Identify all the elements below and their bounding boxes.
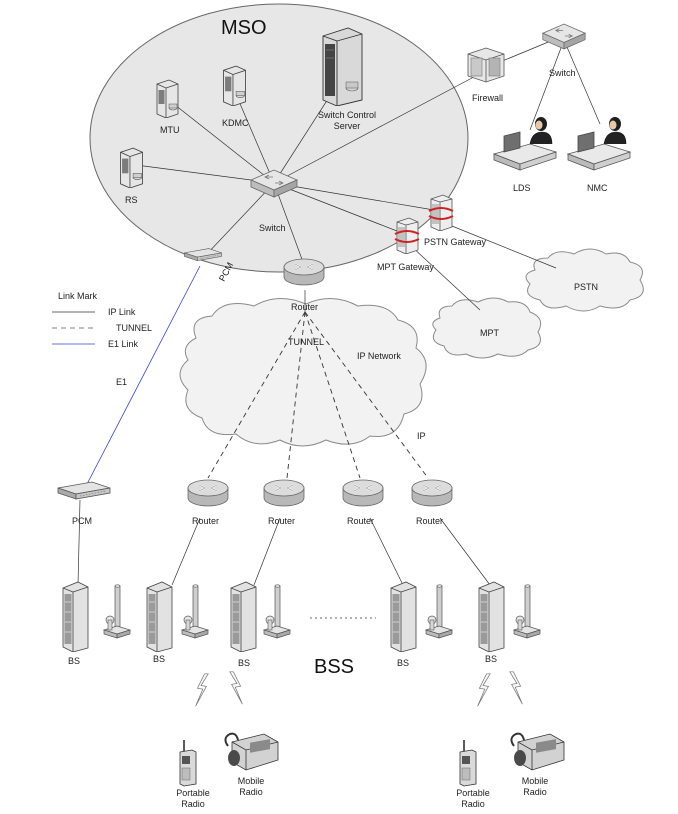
bs-antenna-icon	[263, 584, 291, 639]
mtu-label: MTU	[160, 125, 180, 135]
bs-group-1	[62, 581, 131, 652]
bss-router-label-1: Router	[192, 516, 219, 526]
radio-signal-icon	[477, 673, 491, 707]
bs-group-3	[230, 581, 291, 652]
legend-title: Link Mark	[58, 291, 98, 301]
firewall-icon	[467, 47, 505, 83]
bs-antenna-icon	[103, 584, 131, 639]
portable-radio-icon	[179, 739, 197, 787]
bs-label-3: BS	[238, 658, 250, 668]
legend: Link Mark IP Link TUNNEL E1 Link	[52, 291, 152, 349]
portable-radio-label-1b: Radio	[181, 799, 205, 809]
switch-control-server-label-2: Server	[334, 121, 361, 131]
mobile-radio-label-1a: Mobile	[238, 776, 265, 786]
mso-links	[135, 37, 601, 311]
rs-server-icon	[119, 147, 144, 188]
portable-radio-icon	[459, 739, 477, 787]
bs-group-4	[390, 581, 453, 652]
radio-signal-icon	[195, 673, 209, 707]
bss-router-icon-4	[411, 479, 453, 507]
mso-boundary	[89, 3, 469, 273]
bs-antenna-icon	[513, 584, 541, 639]
switch-label: Switch	[259, 223, 286, 233]
rs-label: RS	[125, 195, 138, 205]
pstn-cloud	[525, 248, 644, 312]
legend-tunnel-label: TUNNEL	[116, 323, 152, 333]
ip-label: IP	[417, 431, 426, 441]
top-switch-label: Switch	[549, 68, 576, 78]
bs-rack-icon	[230, 581, 257, 652]
switch-control-server-label-1: Switch Control	[318, 110, 376, 120]
mso-title: MSO	[221, 17, 267, 39]
bs-label-2: BS	[153, 654, 165, 664]
bss-router-label-4: Router	[416, 516, 443, 526]
tunnel-links	[207, 311, 429, 479]
bs-label-4: BS	[397, 658, 409, 668]
bs-antenna-icon	[425, 584, 453, 639]
legend-e1-link-label: E1 Link	[108, 339, 139, 349]
bs-label-5: BS	[485, 654, 497, 664]
lds-operator-icon	[493, 116, 557, 171]
portable-radio-label-2b: Radio	[461, 799, 485, 809]
mpt-cloud	[432, 297, 542, 359]
nmc-operator-icon	[567, 116, 631, 171]
bss-router-icon-3	[342, 479, 384, 507]
bss-router-label-3: Router	[347, 516, 374, 526]
ip-network-label: IP Network	[357, 351, 401, 361]
tunnel-label: TUNNEL	[288, 337, 324, 347]
bs-group-2	[146, 581, 209, 652]
mobile-radio-icon	[510, 732, 565, 771]
bss-router-icon-1	[187, 479, 229, 507]
portable-radio-label-1a: Portable	[176, 788, 210, 798]
mso-router-label: Router	[291, 302, 318, 312]
mpt-cloud-label: MPT	[480, 328, 500, 338]
mobile-radio-label-2a: Mobile	[522, 776, 549, 786]
top-switch-icon	[542, 23, 586, 50]
switch-control-server-icon	[322, 27, 363, 106]
bs-group-5	[478, 581, 541, 652]
mpt-gateway-label: MPT Gateway	[377, 262, 434, 272]
bs-rack-icon	[390, 581, 417, 652]
bs-rack-icon	[478, 581, 505, 652]
bss-pcm-label: PCM	[72, 516, 92, 526]
bs-rack-icon	[146, 581, 173, 652]
e1-label: E1	[116, 377, 127, 387]
mpt-gateway-icon	[394, 217, 420, 254]
pstn-gateway-icon	[428, 194, 454, 231]
pcm-to-bs-link	[77, 499, 81, 586]
mobile-radio-label-2b: Radio	[523, 787, 547, 797]
bss-title: BSS	[314, 656, 354, 678]
bss-pcm-icon	[57, 481, 111, 500]
radio-signal-icon	[229, 671, 243, 705]
radio-signal-icon	[509, 671, 523, 705]
mobile-radio-label-1b: Radio	[239, 787, 263, 797]
bs-rack-icon	[62, 581, 89, 652]
portable-radio-label-2a: Portable	[456, 788, 490, 798]
kdmc-server-icon	[222, 65, 247, 106]
router-to-bs-links	[171, 290, 491, 586]
ip-network-cloud	[179, 298, 427, 447]
kdmc-label: KDMC	[222, 118, 249, 128]
lds-label: LDS	[513, 183, 531, 193]
bss-router-label-2: Router	[268, 516, 295, 526]
nmc-label: NMC	[587, 183, 608, 193]
firewall-label: Firewall	[472, 93, 503, 103]
mobile-radio-icon	[224, 732, 279, 771]
bss-router-icon-2	[263, 479, 305, 507]
bs-label-1: BS	[68, 656, 80, 666]
mso-router-icon	[283, 258, 325, 286]
legend-ip-link-label: IP Link	[108, 307, 136, 317]
e1-link	[85, 265, 201, 487]
mtu-server-icon	[156, 79, 179, 118]
pstn-cloud-label: PSTN	[574, 282, 598, 292]
bs-antenna-icon	[181, 584, 209, 639]
pstn-gateway-label: PSTN Gateway	[424, 237, 487, 247]
